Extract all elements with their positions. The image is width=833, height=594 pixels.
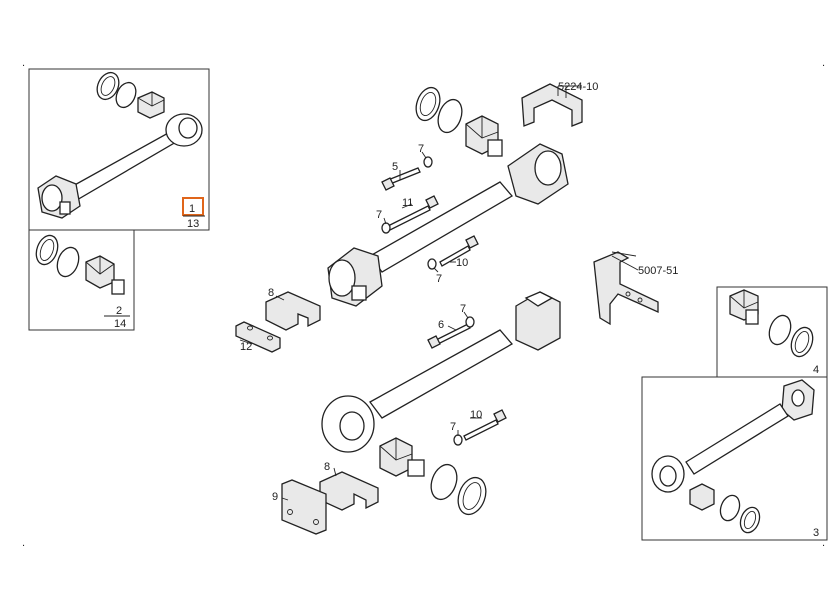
- svg-text:.: .: [22, 537, 25, 549]
- inset-item-1[interactable]: 1 13: [28, 68, 210, 231]
- snap-ring: [457, 476, 487, 516]
- leader-lines: [239, 85, 639, 501]
- callout-10[interactable]: 10: [456, 257, 468, 269]
- snap-ring: [790, 326, 814, 358]
- callout-7[interactable]: 7: [450, 421, 456, 433]
- item-number: 4: [813, 364, 819, 376]
- upper-rod-assembly: [235, 83, 583, 353]
- callout-11[interactable]: 11: [402, 197, 413, 209]
- lower-rod-assembly: [281, 251, 659, 535]
- snap-ring: [739, 506, 761, 534]
- ref-label-5007-51[interactable]: 5007-51: [638, 265, 678, 277]
- washer-ring: [430, 463, 458, 501]
- clamp-plate-8: [265, 291, 321, 331]
- washer-ring: [115, 81, 137, 109]
- callout-8[interactable]: 8: [268, 287, 274, 299]
- svg-text:.: .: [822, 57, 825, 69]
- bolt-10: [439, 245, 471, 267]
- callout-7[interactable]: 7: [436, 273, 442, 285]
- callout-7[interactable]: 7: [418, 143, 424, 155]
- callout-6[interactable]: 6: [438, 319, 444, 331]
- washer-7: [465, 316, 475, 328]
- snap-ring: [35, 234, 59, 266]
- svg-text:.: .: [822, 537, 825, 549]
- bracket-5224-10: [521, 83, 583, 127]
- item-number: 1: [189, 203, 195, 215]
- inset-item-4[interactable]: 4: [716, 286, 828, 378]
- callout-labels: 5224-10 5007-51 5 7 11 7 10 7 8 12 7 6 7…: [240, 81, 678, 503]
- snap-ring: [96, 71, 120, 101]
- callout-8[interactable]: 8: [324, 461, 330, 473]
- bushing-block: [689, 483, 715, 511]
- bolt-10: [463, 419, 499, 441]
- inset-frame: [641, 376, 828, 541]
- callout-9[interactable]: 9: [272, 491, 278, 503]
- washer-ring: [56, 246, 80, 278]
- washer-ring: [719, 494, 741, 522]
- rod: [61, 131, 177, 205]
- callout-7[interactable]: 7: [460, 303, 466, 315]
- washer-7: [453, 434, 463, 446]
- shim-plate-9: [281, 479, 327, 535]
- callout-10[interactable]: 10: [470, 409, 482, 421]
- inset-item-2[interactable]: 2 14: [28, 229, 135, 331]
- frame-bracket-5007-51: [593, 251, 659, 326]
- inset-frame: [28, 229, 135, 331]
- item-number: 3: [813, 527, 819, 539]
- washer-ring: [768, 314, 792, 346]
- callout-12[interactable]: 12: [240, 341, 252, 353]
- shim-plate-12: [235, 321, 281, 353]
- snap-ring: [415, 86, 441, 122]
- ref-label-5224-10[interactable]: 5224-10: [558, 81, 598, 93]
- selected-item-highlight: [182, 197, 204, 216]
- item-quantity: 14: [114, 318, 126, 330]
- callout-5[interactable]: 5: [392, 161, 398, 173]
- washer-7: [427, 258, 437, 270]
- item-number: 2: [116, 305, 122, 317]
- lower-rod: [369, 329, 514, 419]
- rod: [685, 403, 789, 475]
- washer-7: [423, 156, 433, 168]
- callout-7[interactable]: 7: [376, 209, 382, 221]
- washer-7: [381, 222, 391, 234]
- clamp-plate-8: [319, 471, 379, 511]
- inset-item-3[interactable]: 3: [641, 376, 828, 541]
- washer-ring: [437, 98, 463, 134]
- item-quantity: 13: [187, 218, 199, 230]
- svg-text:.: .: [22, 57, 25, 69]
- corner-marks: . . . .: [22, 57, 825, 549]
